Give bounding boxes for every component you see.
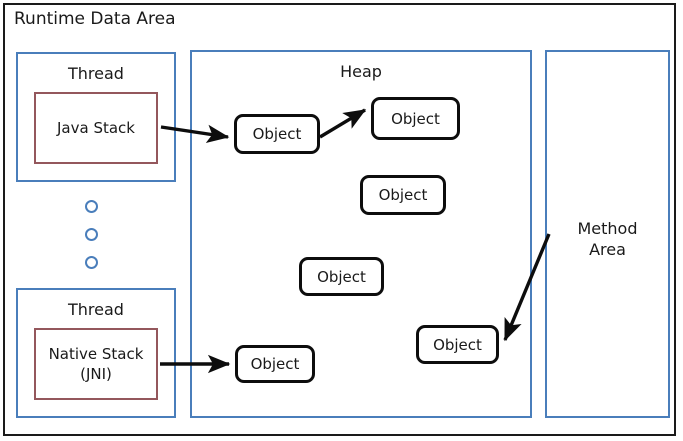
thread-bottom-label: Thread (68, 300, 124, 319)
java-stack-label: Java Stack (57, 119, 135, 137)
java-stack-box: Java Stack (34, 92, 158, 164)
thread-top-label: Thread (68, 64, 124, 83)
heap-object-5: Object (235, 345, 315, 383)
native-stack-box: Native Stack (JNI) (34, 328, 158, 400)
heap-object-3-label: Object (378, 186, 428, 204)
ellipsis-dot-1 (85, 200, 98, 213)
heap-label: Heap (340, 62, 382, 81)
heap-object-6-label: Object (433, 335, 482, 354)
heap-object-2: Object (371, 97, 460, 140)
heap-object-4: Object (299, 257, 384, 296)
ellipsis-dot-2 (85, 228, 98, 241)
heap-object-1-label: Object (252, 125, 302, 143)
native-stack-label-line1: Native Stack (48, 345, 144, 363)
heap-object-4-label: Object (317, 267, 366, 286)
heap-object-2-label: Object (391, 109, 440, 128)
ellipsis-dot-3 (85, 256, 98, 269)
heap-object-1: Object (234, 114, 320, 154)
runtime-data-area-title: Runtime Data Area (14, 9, 176, 29)
heap-object-6: Object (416, 325, 499, 364)
heap-object-5-label: Object (250, 355, 300, 373)
heap-object-3: Object (360, 175, 446, 215)
method-area-region: Method Area (545, 50, 670, 418)
method-area-label-line1: Method (577, 219, 638, 238)
method-area-label-line2: Area (589, 240, 626, 259)
native-stack-label-line2: (JNI) (80, 365, 112, 383)
